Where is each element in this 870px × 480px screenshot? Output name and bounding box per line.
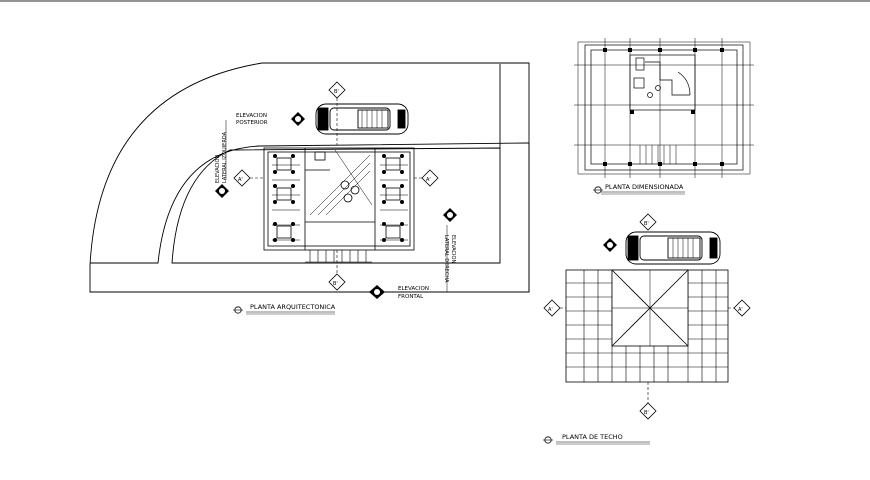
svg-text:A': A' <box>548 307 553 313</box>
label-elevacion-lateral-izq-1: ELEVACION <box>215 155 221 183</box>
svg-text:B': B' <box>644 410 649 416</box>
title-planta-arquitectonica: PLANTA ARQUITECTONICA <box>233 303 336 315</box>
elevation-markers: B' A' A' B' <box>215 81 457 299</box>
tables-with-chairs <box>273 151 404 242</box>
title-techo-text: PLANTA DE TECHO <box>562 433 623 441</box>
svg-text:A': A' <box>738 307 743 313</box>
title-dimensionada-text: PLANTA DIMENSIONADA <box>605 183 684 191</box>
svg-text:B': B' <box>334 89 339 95</box>
label-elevacion-lateral-der-1: ELEVACION <box>450 235 456 263</box>
car-roof-plan <box>625 231 721 265</box>
marker-left: A' <box>233 169 251 187</box>
marker-top: B' <box>328 81 346 99</box>
svg-text:A': A' <box>238 177 243 183</box>
svg-text:B': B' <box>644 221 649 227</box>
dimensioned-plan <box>574 38 754 178</box>
marker-posterior <box>291 112 305 126</box>
marker-frontal <box>369 285 385 299</box>
label-elevacion-lateral-izq-2: LATERAL IZQUIERDA <box>222 131 228 183</box>
title-arquitectonica-text: PLANTA ARQUITECTONICA <box>250 303 336 311</box>
label-elevacion-frontal-1: ELEVACION <box>398 286 429 292</box>
roof-marker-top: B' <box>639 213 657 231</box>
label-elevacion-posterior-2: POSTERIOR <box>236 120 268 126</box>
title-planta-de-techo: PLANTA DE TECHO <box>543 433 650 445</box>
marker-bottom: B' <box>328 273 346 291</box>
svg-text:A': A' <box>426 177 431 183</box>
svg-text:B': B' <box>333 281 338 287</box>
label-elevacion-posterior-1: ELEVACION <box>236 113 267 119</box>
building-plan <box>263 147 415 263</box>
roof-marker-bottom: B' <box>639 402 657 420</box>
roof-marker-dot <box>603 238 617 252</box>
roof-markers: B' A' A' B' <box>543 213 751 420</box>
label-elevacion-lateral-der-2: LATERAL DERECHA <box>443 235 449 283</box>
label-elevacion-frontal-2: FRONTAL <box>398 294 424 300</box>
roof-marker-left: A' <box>543 299 561 317</box>
roof-plan <box>565 269 729 383</box>
title-planta-dimensionada: PLANTA DIMENSIONADA <box>593 183 685 195</box>
marker-lateral-right <box>443 208 457 222</box>
site-plan <box>89 62 530 293</box>
marker-lateral-left <box>215 184 229 198</box>
marker-right: A' <box>421 169 439 187</box>
car-site-plan <box>315 103 409 135</box>
roof-marker-right: A' <box>733 299 751 317</box>
